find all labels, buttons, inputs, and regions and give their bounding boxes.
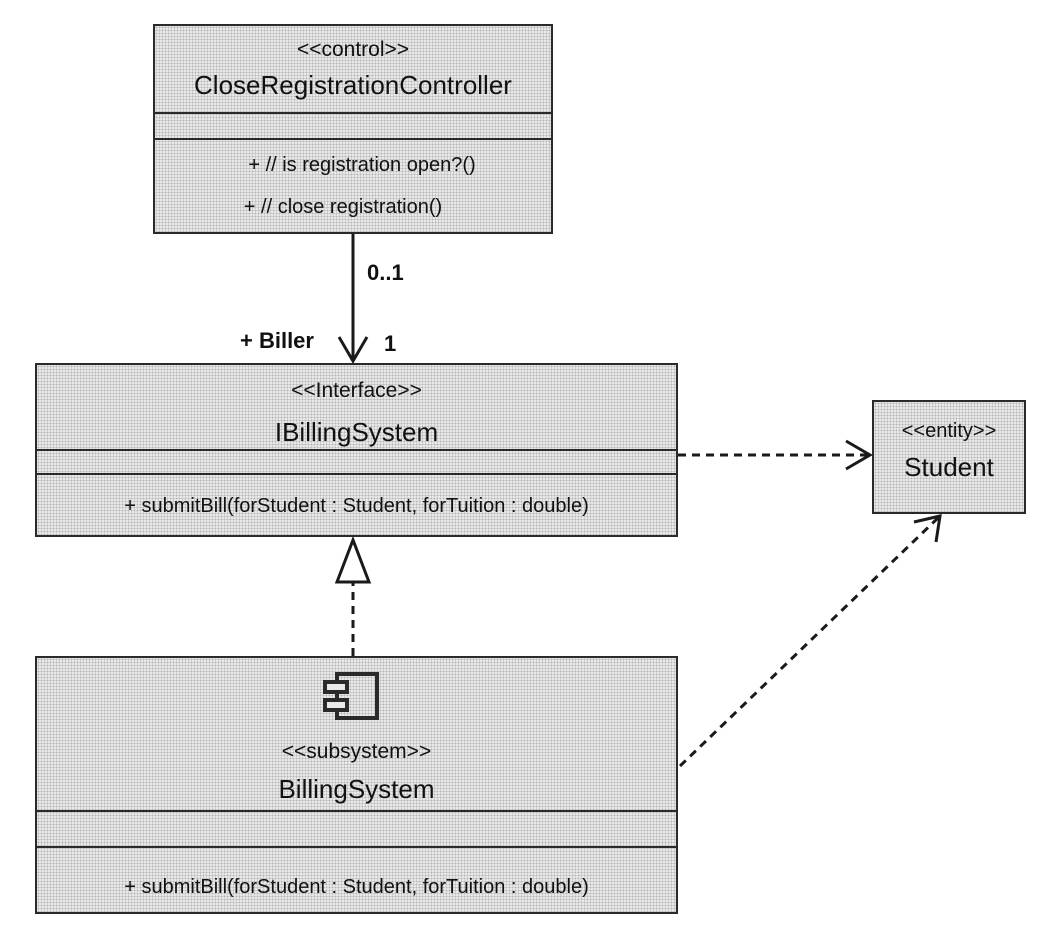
controller-attributes-divider [155, 138, 551, 140]
subsystem-billing-system: <<subsystem>> BillingSystem + submitBill… [35, 656, 678, 914]
component-icon [323, 672, 379, 720]
dependency-arrowhead-subsystem-student [913, 514, 942, 543]
controller-name-divider [155, 112, 551, 114]
interface-attributes-divider [37, 473, 676, 475]
association-role-name: + Biller [240, 328, 314, 353]
entity-stereotype: <<entity>> [901, 420, 997, 442]
association-arrowhead [337, 336, 369, 364]
subsystem-stereotype: <<subsystem>> [281, 740, 432, 763]
controller-operation: + // is registration open?() [248, 154, 476, 176]
dependency-line-subsystem-student [678, 514, 942, 768]
realization-arrowhead [334, 535, 372, 584]
subsystem-operation: + submitBill(forStudent : Student, forTu… [124, 876, 589, 898]
subsystem-name-divider [37, 810, 676, 812]
controller-stereotype: <<control>> [296, 38, 410, 61]
subsystem-attributes-divider [37, 846, 676, 848]
association-source-multiplicity: 0..1 [367, 260, 404, 285]
subsystem-class-name: BillingSystem [278, 774, 435, 804]
interface-class-name: IBillingSystem [274, 417, 439, 447]
controller-class-name: CloseRegistrationController [194, 70, 512, 100]
controller-operation: + // close registration() [243, 196, 443, 218]
interface-stereotype: <<Interface>> [291, 379, 422, 402]
class-close-registration-controller: <<control>> CloseRegistrationController … [153, 24, 553, 234]
dependency-arrowhead-interface-student [845, 439, 873, 471]
class-student: <<entity>> Student [872, 400, 1026, 514]
interface-operation: + submitBill(forStudent : Student, forTu… [124, 495, 589, 517]
association-target-multiplicity: 1 [384, 331, 397, 356]
interface-name-divider [37, 449, 676, 451]
entity-class-name: Student [904, 452, 994, 482]
interface-ibilling-system: <<Interface>> IBillingSystem + submitBil… [35, 363, 678, 537]
